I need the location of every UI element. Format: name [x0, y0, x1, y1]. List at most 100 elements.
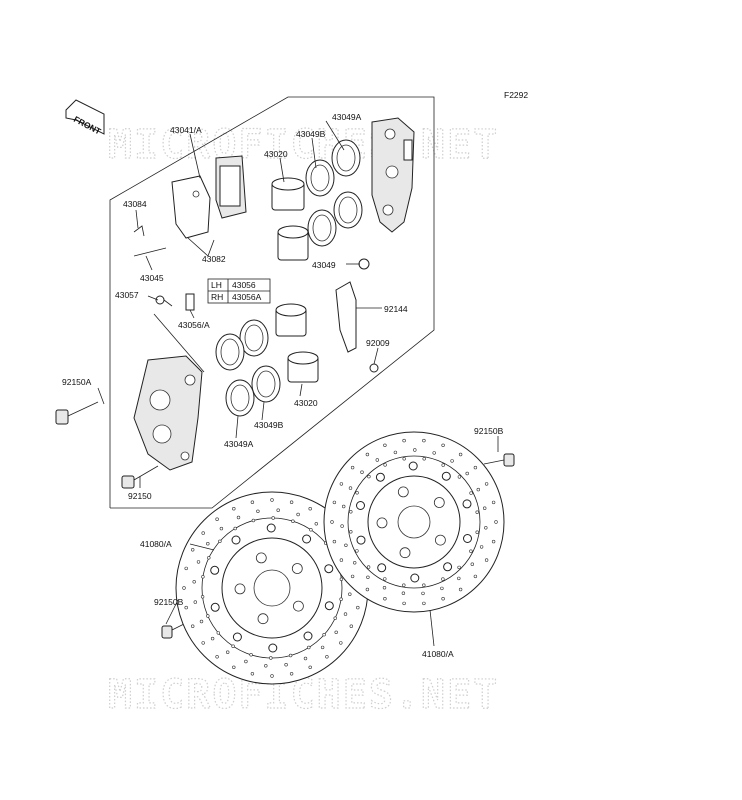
disc-left-drill-hole	[307, 645, 311, 650]
label-92150A: 92150A	[62, 377, 92, 387]
disc-right-drill-hole	[355, 549, 359, 553]
disc-right-drill-hole	[476, 487, 480, 492]
disc-left-rivet	[210, 565, 220, 575]
disc-right-rivet	[377, 563, 387, 573]
disc-right-drill-hole	[441, 577, 445, 581]
side-table-rh-part: 43056A	[232, 292, 262, 302]
label-92009: 92009	[366, 338, 390, 348]
seals-top	[305, 139, 363, 247]
side-table-lh-side: LH	[211, 280, 222, 290]
disc-left-drill-hole	[232, 665, 236, 669]
disc-right-drill-hole	[457, 565, 461, 570]
disc-right-rivet	[375, 472, 385, 482]
disc-right-mount-hole	[399, 547, 411, 559]
brake-disc-right	[323, 431, 505, 613]
disc-right-rivet	[443, 562, 453, 572]
disc-right-drill-hole	[339, 482, 344, 486]
label-43049B-bottom: 43049B	[254, 420, 284, 430]
disc-right-drill-hole	[332, 500, 337, 505]
label-43082: 43082	[202, 254, 226, 264]
disc-right-drill-hole	[383, 577, 387, 581]
disc-left-drill-hole	[348, 592, 352, 596]
disc-right-rivet	[462, 499, 472, 509]
disc-right-drill-hole	[382, 585, 387, 590]
disc-right-drill-hole	[393, 450, 398, 455]
disc-right-rivet	[463, 534, 472, 543]
side-table: LH 43056 RH 43056A	[207, 278, 271, 304]
disc-right-drill-hole	[366, 575, 370, 579]
disc-right-drill-hole	[441, 596, 445, 601]
disc-right-drill-hole	[441, 463, 445, 467]
disc-right-drill-hole	[342, 504, 346, 509]
disc-left-drill-hole	[192, 580, 196, 584]
disc-right-drill-hole	[483, 506, 487, 510]
label-43084: 43084	[123, 199, 147, 209]
disc-right-drill-hole	[402, 457, 406, 461]
label-43057: 43057	[115, 290, 139, 300]
label-92150B-left: 92150B	[154, 597, 184, 607]
disc-left-drill-hole	[182, 586, 186, 590]
disc-right-drill-hole	[365, 452, 370, 457]
disc-left-drill-hole	[296, 512, 300, 517]
disc-right-drill-hole	[469, 491, 473, 495]
disc-left-drill-hole	[233, 526, 237, 531]
disc-left-drill-hole	[269, 656, 273, 660]
caliper-assembly-box	[109, 96, 435, 509]
disc-right-drill-hole	[365, 587, 370, 592]
disc-left-drill-hole	[256, 509, 260, 513]
disc-left-rivet	[324, 564, 334, 574]
label-43020-top: 43020	[264, 149, 288, 159]
disc-right-drill-hole	[349, 510, 353, 514]
disc-left-drill-hole	[250, 500, 255, 504]
disc-left-drill-hole	[320, 645, 325, 650]
disc-right-drill-hole	[484, 558, 489, 562]
label-92150: 92150	[128, 491, 152, 501]
disc-left-drill-hole	[270, 674, 274, 678]
disc-left-drill-hole	[303, 656, 308, 661]
disc-right-drill-hole	[491, 539, 496, 544]
brake-disc-left	[175, 491, 369, 685]
disc-left-drill-hole	[334, 630, 338, 634]
disc-right-drill-hole	[494, 520, 498, 524]
front-arrow-icon: FRONT	[65, 99, 105, 137]
disc-left-drill-hole	[288, 653, 293, 658]
disc-right-drill-hole	[484, 526, 488, 530]
bleeder-cap	[155, 295, 173, 307]
disc-left-drill-hole	[184, 566, 188, 571]
label-43049B-top: 43049B	[296, 129, 326, 139]
side-table-rh-side: RH	[211, 292, 223, 302]
side-table-lh-part: 43056	[232, 280, 256, 290]
disc-left-drill-hole	[232, 507, 236, 511]
disc-left-drill-hole	[249, 653, 253, 657]
disc-right-drill-hole	[479, 545, 484, 549]
label-43049A-top: 43049A	[332, 112, 362, 122]
disc-right-drill-hole	[473, 574, 478, 579]
disc-right-drill-hole	[366, 565, 371, 569]
disc-right-rivet	[356, 501, 365, 510]
disc-right-rivet	[356, 535, 366, 545]
disc-right-drill-hole	[465, 471, 469, 476]
disc-right-mount-hole	[434, 534, 446, 546]
disc-right-drill-hole	[457, 475, 462, 479]
disc-left-mount-hole	[234, 583, 246, 595]
disc-right-drill-hole	[422, 457, 426, 461]
bolt-92150A	[55, 401, 99, 425]
disc-right-drill-hole	[422, 438, 426, 443]
brake-pad-front	[215, 155, 247, 219]
disc-left-drill-hole	[291, 519, 295, 523]
disc-left-drill-hole	[199, 619, 204, 624]
disc-right-drill-hole	[332, 539, 337, 544]
disc-right-drill-hole	[432, 451, 436, 455]
disc-left-drill-hole	[322, 632, 326, 637]
disc-left-rivet	[324, 601, 334, 611]
disc-right-drill-hole	[339, 558, 344, 562]
disc-left-drill-hole	[339, 641, 343, 645]
disc-left-drill-hole	[325, 655, 329, 659]
disc-right-drill-hole	[355, 491, 359, 495]
disc-right-drill-hole	[422, 601, 426, 606]
disc-left-drill-hole	[191, 624, 195, 628]
disc-left-drill-hole	[264, 664, 268, 668]
leader-lines	[97, 120, 499, 647]
pad-pin	[133, 247, 167, 257]
disc-right-drill-hole	[360, 470, 364, 474]
